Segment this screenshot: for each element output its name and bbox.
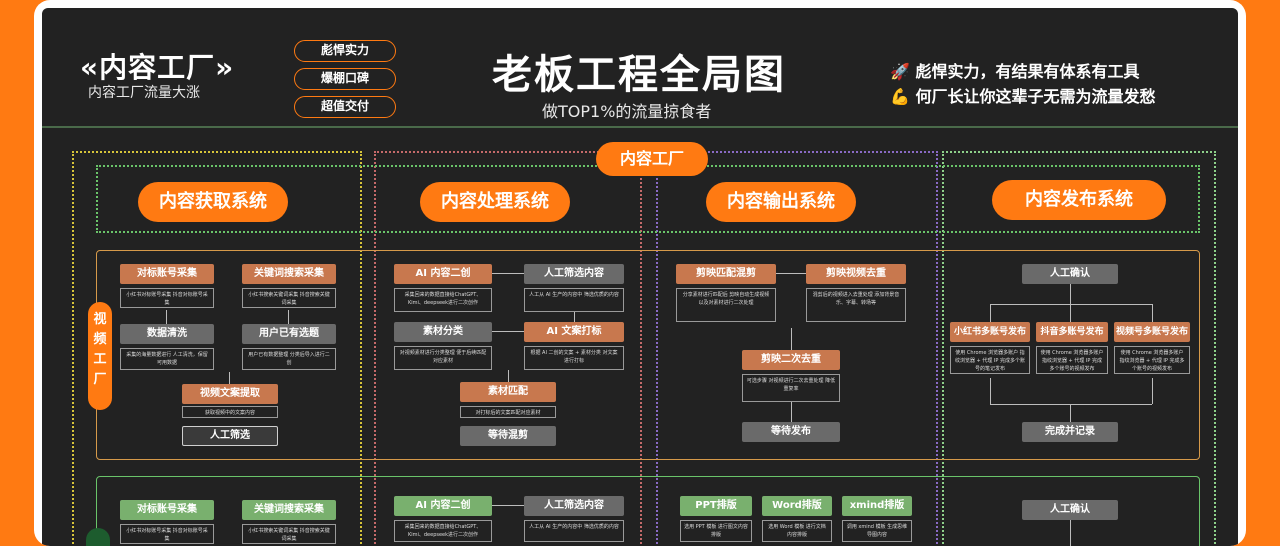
step-xhs-publish: 小红书多账号发布 <box>950 322 1030 342</box>
desc-channels-publish: 使用 Chrome 浏览器多账户 指纹浏览器 + 代理 IP 完成多个账号的视频… <box>1114 346 1190 374</box>
step-target-account-2: 对标账号采集 <box>120 500 214 520</box>
system-output: 内容输出系统 <box>706 182 856 222</box>
arrow-line <box>508 370 509 382</box>
step-target-account: 对标账号采集 <box>120 264 214 284</box>
step-finish-record: 完成并记录 <box>1022 422 1118 442</box>
arrow-line <box>1070 304 1071 322</box>
motto-line-2: 💪 何厂长让你这辈子无需为流量发愁 <box>890 87 1156 106</box>
header-divider <box>42 126 1238 128</box>
desc-xmind-layout: 调用 xmind 模板 生成思维导图内容 <box>842 520 912 542</box>
column-frame-process <box>374 151 642 546</box>
arrow-line <box>1070 284 1071 304</box>
column-frame-output <box>656 151 938 546</box>
arrow-line <box>1070 404 1071 422</box>
step-capcut-dedup: 剪映视频去重 <box>806 264 906 284</box>
desc-manual-select: 人工从 AI 生产的内容中 筛选优质的内容 <box>524 288 624 312</box>
factory-tag: 内容工厂 <box>596 142 708 176</box>
arrow-line <box>1152 378 1153 404</box>
desc-douyin-publish: 使用 Chrome 浏览器多账户 指纹浏览器 + 代理 IP 完成多个账号的视频… <box>1036 346 1108 374</box>
desc-data-clean: 采集的海量数据进行 人工清洗，保留可用数据 <box>120 348 214 370</box>
system-acquire: 内容获取系统 <box>138 182 288 222</box>
video-factory-tag: 视频工厂 <box>88 302 112 410</box>
step-ppt-layout: PPT排版 <box>680 496 752 516</box>
step-manual-select-2: 人工筛选内容 <box>524 496 624 516</box>
desc-capcut-dedup: 混剪后的视频进入去重处理 添加背景音乐、字幕、转场等 <box>806 288 906 322</box>
step-user-topic: 用户已有选题 <box>242 324 336 344</box>
desc-ai-rewrite: 采集回来的数据直接给ChatGPT、Kimi、deepseek进行二次创作 <box>394 288 492 312</box>
desc-target-account: 小红书对标账号采集 抖音对标账号采集 <box>120 288 214 308</box>
desc-capcut-dedup-2: 可选步骤 对视频进行二次去重处理 降低重复率 <box>742 374 840 402</box>
arrow-line <box>776 273 806 274</box>
system-process: 内容处理系统 <box>420 182 570 222</box>
page-title: 老板工程全局图 <box>492 52 786 98</box>
desc-material-match: 对打标后的文案匹配对应素材 <box>460 406 556 418</box>
step-xmind-layout: xmind排版 <box>842 496 912 516</box>
arrow-line <box>492 273 524 274</box>
arrow-line <box>990 404 1152 405</box>
step-capcut-mix: 剪映匹配混剪 <box>676 264 776 284</box>
desc-keyword-search: 小红书搜索关键词采集 抖音搜索关键词采集 <box>242 288 336 308</box>
pill-reputation: 爆棚口碑 <box>294 68 396 90</box>
column-frame-acquire <box>72 151 362 546</box>
step-manual-select: 人工筛选内容 <box>524 264 624 284</box>
video-factory-tag-label: 视频工厂 <box>93 312 107 387</box>
column-frame-publish <box>942 151 1216 546</box>
step-channels-publish: 视频号多账号发布 <box>1114 322 1190 342</box>
step-wait-publish: 等待发布 <box>742 422 840 442</box>
step-word-layout: Word排版 <box>762 496 832 516</box>
desc-keyword-search-2: 小红书搜索关键词采集 抖音搜索关键词采集 <box>242 524 336 544</box>
step-ai-rewrite-2: AI 内容二创 <box>394 496 492 516</box>
step-wait-mix: 等待混剪 <box>460 426 556 446</box>
step-data-clean: 数据清洗 <box>120 324 214 344</box>
page-subtitle: 做TOP1%的流量掠食者 <box>542 102 712 121</box>
brand-tagline: 内容工厂流量大涨 <box>88 85 200 101</box>
arrow-line <box>166 310 167 324</box>
step-manual-confirm: 人工确认 <box>1022 264 1118 284</box>
arrow-line <box>990 304 1152 305</box>
diagram-board: «内容工厂» 内容工厂流量大涨 彪悍实力 爆棚口碑 超值交付 老板工程全局图 做… <box>42 8 1238 546</box>
step-material-match: 素材匹配 <box>460 382 556 402</box>
arrow-line <box>791 328 792 350</box>
desc-ai-rewrite-2: 采集回来的数据直接给ChatGPT、Kimi、deepseek进行二次创作 <box>394 520 492 542</box>
step-manual-filter: 人工筛选 <box>182 426 278 446</box>
step-capcut-dedup-2: 剪映二次去重 <box>742 350 840 370</box>
step-keyword-search-2: 关键词搜索采集 <box>242 500 336 520</box>
system-publish: 内容发布系统 <box>992 180 1166 220</box>
arrow-line <box>229 372 230 384</box>
brand-logo: «内容工厂» <box>80 51 235 84</box>
step-ai-tagging: AI 文案打标 <box>524 322 624 342</box>
arrow-line <box>492 505 524 506</box>
step-douyin-publish: 抖音多账号发布 <box>1036 322 1108 342</box>
arrow-line <box>791 402 792 422</box>
motto-line-1: 🚀 彪悍实力，有结果有体系有工具 <box>890 62 1140 81</box>
desc-capcut-mix: 分享素材进行匹配后 剪映自动生成视频 以及对素材进行二次处理 <box>676 288 776 322</box>
arrow-line <box>1152 304 1153 322</box>
desc-extract-copy: 获取视频中的文案内容 <box>182 406 278 418</box>
desc-user-topic: 用户已有数据整理 分类后导入进行二创 <box>242 348 336 370</box>
pill-strength: 彪悍实力 <box>294 40 396 62</box>
arrow-line <box>990 378 991 404</box>
arrow-line <box>288 310 289 324</box>
arrow-line <box>492 331 524 332</box>
pill-value: 超值交付 <box>294 96 396 118</box>
desc-ai-tagging: 根据 AI 二创的文案 + 素材分类 对文案进行打标 <box>524 346 624 370</box>
step-manual-confirm-2: 人工确认 <box>1022 500 1118 520</box>
arrow-line <box>990 304 991 322</box>
desc-material-classify: 对视频素材进行分类整理 便于后续匹配对应素材 <box>394 346 492 370</box>
desc-manual-select-2: 人工从 AI 生产的内容中 筛选优质的内容 <box>524 520 624 542</box>
desc-word-layout: 选用 Word 模板 进行文档内容排版 <box>762 520 832 542</box>
step-keyword-search: 关键词搜索采集 <box>242 264 336 284</box>
step-ai-rewrite: AI 内容二创 <box>394 264 492 284</box>
desc-target-account-2: 小红书对标账号采集 抖音对标账号采集 <box>120 524 214 544</box>
arrow-line <box>574 312 575 322</box>
step-extract-copy: 视频文案提取 <box>182 384 278 404</box>
poster-frame: «内容工厂» 内容工厂流量大涨 彪悍实力 爆棚口碑 超值交付 老板工程全局图 做… <box>34 0 1246 546</box>
arrow-line <box>1070 520 1071 546</box>
desc-xhs-publish: 使用 Chrome 浏览器多账户 指纹浏览器 + 代理 IP 完成多个账号的笔记… <box>950 346 1030 374</box>
step-material-classify: 素材分类 <box>394 322 492 342</box>
text-factory-row <box>96 476 1200 546</box>
text-factory-tag <box>86 528 110 546</box>
desc-ppt-layout: 选用 PPT 模板 进行图文内容排版 <box>680 520 752 542</box>
